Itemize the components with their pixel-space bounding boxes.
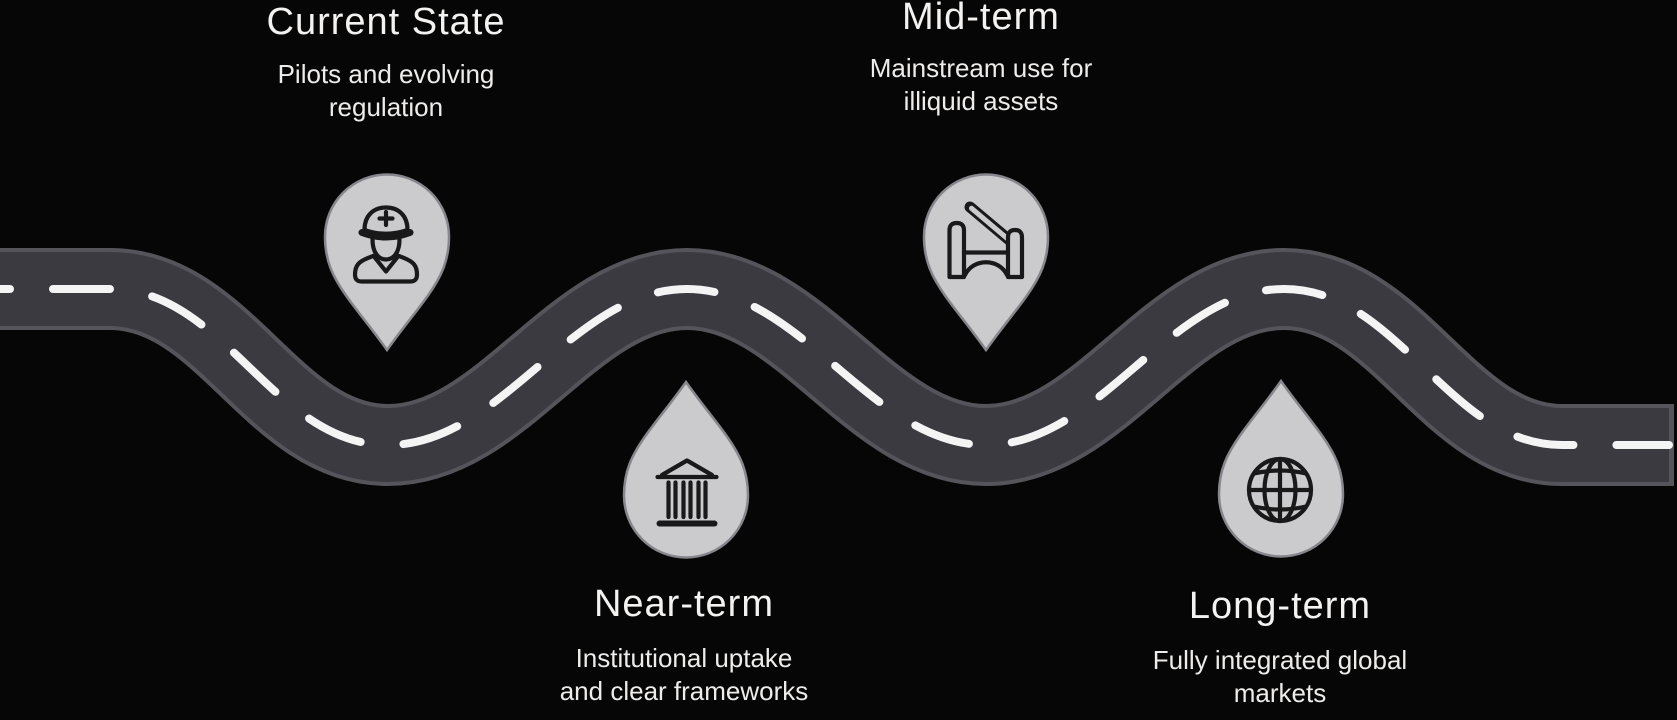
milestone-description: Mainstream use for illiquid assets	[869, 53, 1093, 116]
milestone-title: Mid-term	[902, 0, 1060, 38]
road-center-dashes	[0, 284, 1673, 450]
milestone-description: Fully integrated global markets	[1152, 645, 1408, 708]
milestone-label-mid-term: Mid-term Mainstream use for illiquid ass…	[870, 0, 1093, 118]
milestone-title: Near-term	[593, 583, 775, 625]
milestone-label-long-term: Long-term Fully integrated global market…	[1153, 586, 1407, 710]
milestone-title: Long-term	[1188, 585, 1372, 627]
map-pin-long-term	[1217, 379, 1345, 558]
bank-icon	[655, 458, 719, 527]
milestone-description: Institutional uptake and clear framework…	[559, 643, 809, 706]
globe-icon	[1246, 456, 1314, 524]
map-pin-near-term	[622, 380, 750, 559]
milestone-description: Pilots and evolving regulation	[277, 59, 495, 122]
milestone-label-near-term: Near-term Institutional uptake and clear…	[560, 584, 809, 708]
police-officer-icon	[352, 205, 420, 284]
map-pin-mid-term	[922, 173, 1050, 352]
road	[0, 247, 1674, 487]
map-pin-current-state	[323, 173, 451, 352]
milestone-label-current-state: Current State Pilots and evolving regula…	[267, 2, 506, 124]
toll-gate-icon	[947, 201, 1025, 280]
milestone-title: Current State	[266, 1, 506, 43]
